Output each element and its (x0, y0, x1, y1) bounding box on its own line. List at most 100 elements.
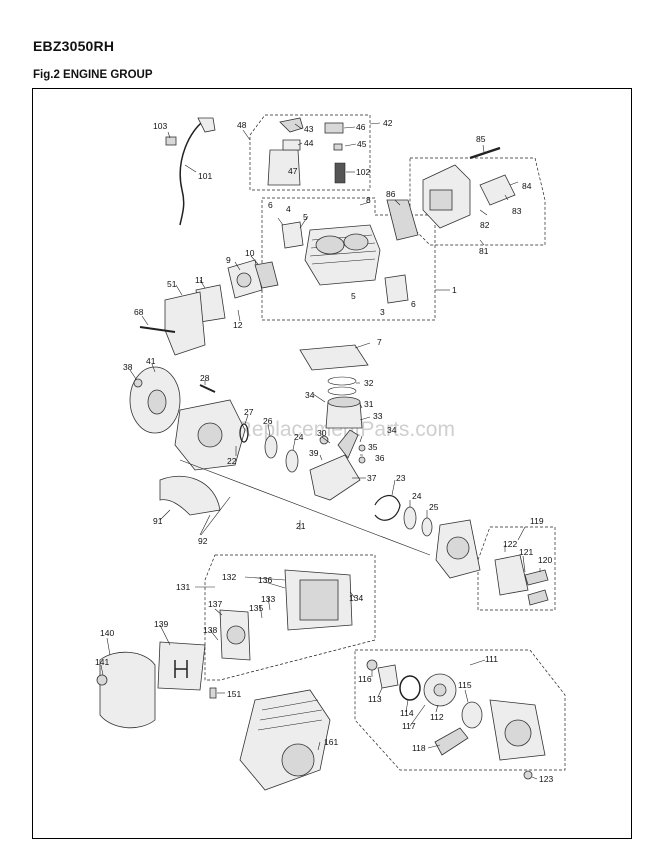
exhaust-gasket (384, 274, 409, 304)
label-46: 46 (356, 122, 366, 132)
cylinder-bore-2 (343, 233, 369, 251)
crankcase-cover-bore (446, 536, 470, 560)
label-151: 151 (227, 689, 241, 699)
pawl-2 (527, 589, 549, 606)
starter-spring (399, 675, 421, 701)
label-48: 48 (237, 120, 247, 130)
label-44: 44 (304, 138, 314, 148)
label-115: 115 (458, 680, 472, 690)
label-43: 43 (304, 124, 314, 134)
coil-cap (324, 122, 344, 134)
label-26: 26 (263, 416, 273, 426)
bearing-24 (285, 449, 299, 473)
label-6b: 6 (411, 299, 416, 309)
starter-pulley-hub (433, 683, 447, 697)
carb-bolt (139, 326, 176, 333)
crankcase-bore (197, 422, 223, 448)
piston-top (327, 396, 361, 408)
needle-bearing (319, 435, 329, 445)
ignition-wire (179, 119, 206, 226)
label-114: 114 (400, 708, 414, 718)
engine-fins (257, 699, 323, 731)
assembly-box-131 (204, 554, 376, 681)
washer-35 (358, 444, 366, 452)
label-3: 3 (380, 307, 385, 317)
diagram-frame (32, 88, 632, 839)
label-134: 134 (349, 593, 363, 603)
label-123: 123 (539, 774, 553, 784)
screw-116 (366, 659, 378, 671)
label-35: 35 (368, 442, 378, 452)
label-1: 1 (452, 285, 457, 295)
label-24b: 24 (412, 491, 422, 501)
label-82: 82 (480, 220, 490, 230)
cylinder-gasket (299, 344, 369, 371)
pin-28 (199, 384, 216, 393)
label-140: 140 (100, 628, 114, 638)
label-137: 137 (208, 599, 222, 609)
piston-ring-1 (327, 376, 357, 386)
label-23: 23 (396, 473, 406, 483)
label-132: 132 (222, 572, 236, 582)
assembly-box-111 (354, 649, 566, 771)
starter-pawl-113 (377, 664, 399, 689)
pawl (524, 569, 549, 586)
label-103: 103 (153, 121, 167, 131)
label-5b: 5 (351, 291, 356, 301)
label-113: 113 (368, 694, 382, 704)
label-68: 68 (134, 307, 144, 317)
label-161: 161 (324, 737, 338, 747)
starter-handle (434, 727, 469, 756)
label-112: 112 (430, 712, 444, 722)
filter-mark (174, 660, 188, 678)
label-83: 83 (512, 206, 522, 216)
muffler-bolt (469, 146, 501, 160)
bearing-24b (403, 506, 417, 530)
label-120: 120 (538, 555, 552, 565)
label-117: 117 (402, 721, 416, 731)
label-24a: 24 (294, 432, 304, 442)
air-filter (157, 641, 206, 691)
circlip-23 (374, 495, 401, 521)
label-6a: 6 (268, 200, 273, 210)
label-47: 47 (288, 166, 298, 176)
figure-title: Fig.2 ENGINE GROUP (33, 69, 153, 81)
assembly-box-42 (249, 114, 371, 191)
flywheel-hub (147, 389, 167, 415)
label-121: 121 (519, 547, 533, 557)
label-131: 131 (176, 582, 190, 592)
label-122: 122 (503, 539, 517, 549)
rope-guide-115 (461, 701, 483, 729)
screw-123 (523, 770, 533, 780)
label-33: 33 (373, 411, 383, 421)
cover-knob (96, 674, 108, 686)
label-27: 27 (244, 407, 254, 417)
label-8: 8 (366, 195, 371, 205)
coil-core (282, 139, 301, 151)
fan-cover (159, 475, 221, 516)
spark-plug (334, 162, 346, 184)
label-111: 111 (485, 654, 498, 664)
leader-lines (100, 122, 541, 780)
part-number-labels: 103 101 48 43 44 46 45 42 47 102 85 84 8… (95, 118, 553, 784)
label-118: 118 (412, 743, 426, 753)
label-42: 42 (383, 118, 393, 128)
muffler-grille (429, 189, 453, 211)
wire-connector (165, 136, 177, 146)
starter-pawl-plate (494, 554, 529, 596)
crankshaft (309, 454, 361, 501)
label-81: 81 (479, 246, 489, 256)
starter-case-hub (504, 719, 532, 747)
label-92: 92 (198, 536, 208, 546)
watermark: eReplacementParts.com (225, 418, 455, 441)
label-30: 30 (317, 428, 327, 438)
label-34a: 34 (305, 390, 315, 400)
label-135: 135 (249, 603, 263, 613)
cylinder-bore (315, 235, 345, 255)
label-41: 41 (146, 356, 156, 366)
model-number: EBZ3050RH (33, 38, 115, 54)
label-31: 31 (364, 399, 374, 409)
label-10: 10 (245, 248, 255, 258)
intake-gasket (281, 221, 304, 249)
